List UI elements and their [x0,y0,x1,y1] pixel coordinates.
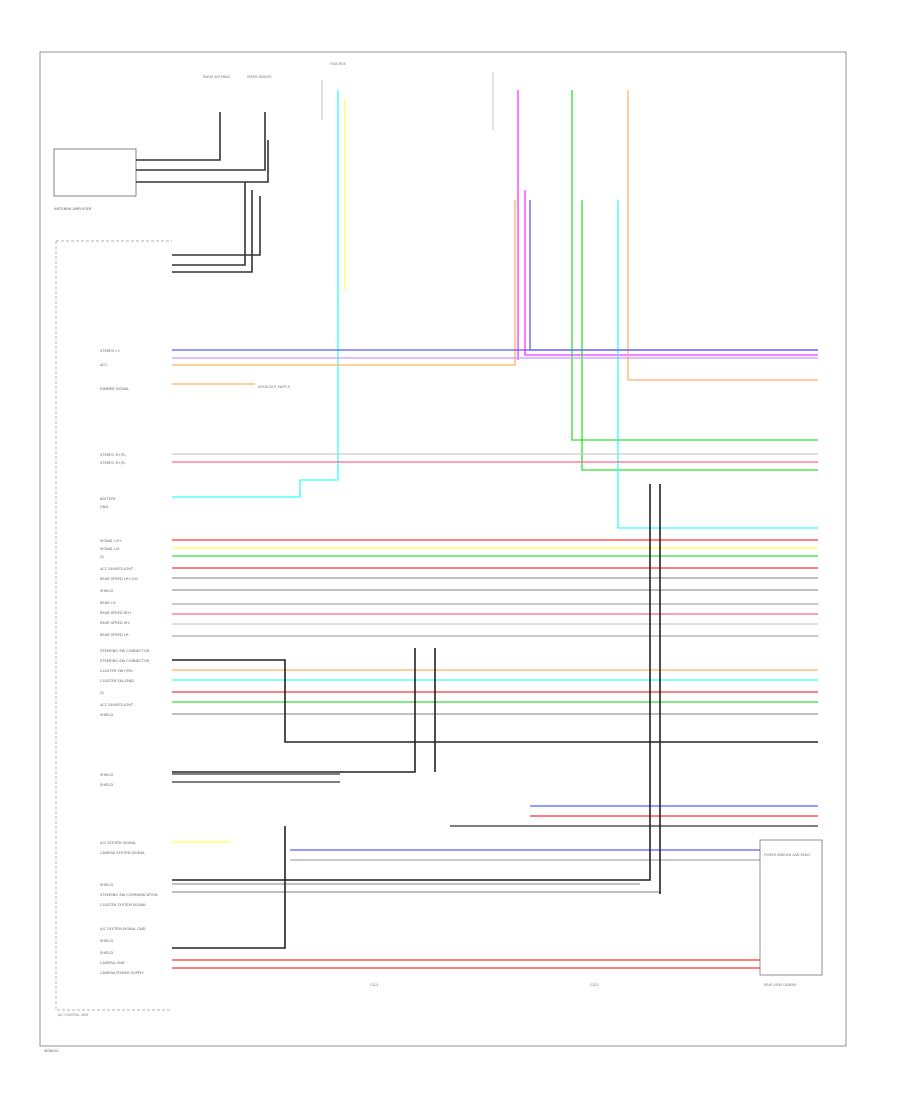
signal-wires [172,349,818,969]
left-label: SHIELD [100,951,113,955]
left-label: SHIELD [100,713,113,717]
left-label: CAMERA SYSTEM SIGNAL [100,851,145,855]
left-label: STEREO R+/R- [100,453,127,457]
left-label: REAR SPEED RH- [100,621,131,625]
ground-label-a: G201 [370,983,379,987]
antenna-leads [136,112,269,273]
antenna-amp-label: ANTENNA AMPLIFIER [54,207,92,211]
left-label: SHIELD [100,939,113,943]
left-label: ACC SHUNT/LIGHT [100,703,134,707]
left-label: A/C SYSTEM SIGNAL [100,841,136,845]
left-label: GND [100,505,108,509]
ground-note: A/C CONTROL UNIT [58,1013,89,1017]
top-switch-a-label: RADIO ANTENNA [203,75,230,79]
left-label: BATTERY [100,497,117,501]
control-unit-boundary [55,240,172,1011]
left-label: IG [100,555,104,559]
feeder-wires [172,90,818,529]
right-module-bottom-label: REAR VIEW CAMERA [764,983,797,987]
left-label: STEREO R+/R- [100,461,127,465]
left-label: ACC SHUNT/LIGHT [100,567,134,571]
left-label: SHIELD [100,589,113,593]
left-label: REAR SPEED LH+/LH- [100,577,139,581]
top-switch-b-label: SPEED SENSOR [247,75,272,79]
dimmer-note: HEADLIGHT SWITCH [258,385,291,389]
left-label: CLUSTER SW+/RH [100,669,133,673]
left-label: IG [100,691,104,695]
left-label: CAMERA GND [100,961,125,965]
left-label: REAR LH [100,601,116,605]
left-label: SIGNAL LH- [100,547,121,551]
fuse-box-label: FUSE BOX [330,62,347,66]
left-label: STEERING SW CONNECTOR [100,659,150,663]
left-label: ACC [100,363,108,367]
left-label: CLUSTER SW-/GND [100,679,134,683]
left-label: STEREO L+ [100,349,121,353]
figure-code: W06031 [44,1049,59,1053]
left-label: DIMMER SIGNAL [100,387,129,391]
left-label: A/C SYSTEM SIGNAL GND [100,927,146,931]
left-label: SHIELD [100,883,113,887]
right-module-label: POWER WINDOW AND RADIO [764,853,811,857]
left-label: SHIELD [100,783,113,787]
left-label: REAR SPEED RH+ [100,611,132,615]
left-label: STEERING SW CONNECTOR [100,649,150,653]
shield-bundles [172,484,818,949]
diagram-frame [39,51,847,1047]
left-labels: STEREO L+ ACC DIMMER SIGNAL STEREO R+/R-… [100,349,158,975]
left-label: STEERING SW COMMUNICATION [100,893,158,897]
antenna-amp-box [53,148,137,197]
ground-label-b: G202 [590,983,599,987]
left-label: SIGNAL LH+ [100,539,122,543]
left-label: CLUSTER SYSTEM SIGNAL [100,903,146,907]
left-label: SHIELD [100,773,113,777]
right-module-box [759,839,823,976]
left-label: CAMERA POWER SUPPLY [100,971,145,975]
left-label: REAR SPEED LH- [100,633,130,637]
